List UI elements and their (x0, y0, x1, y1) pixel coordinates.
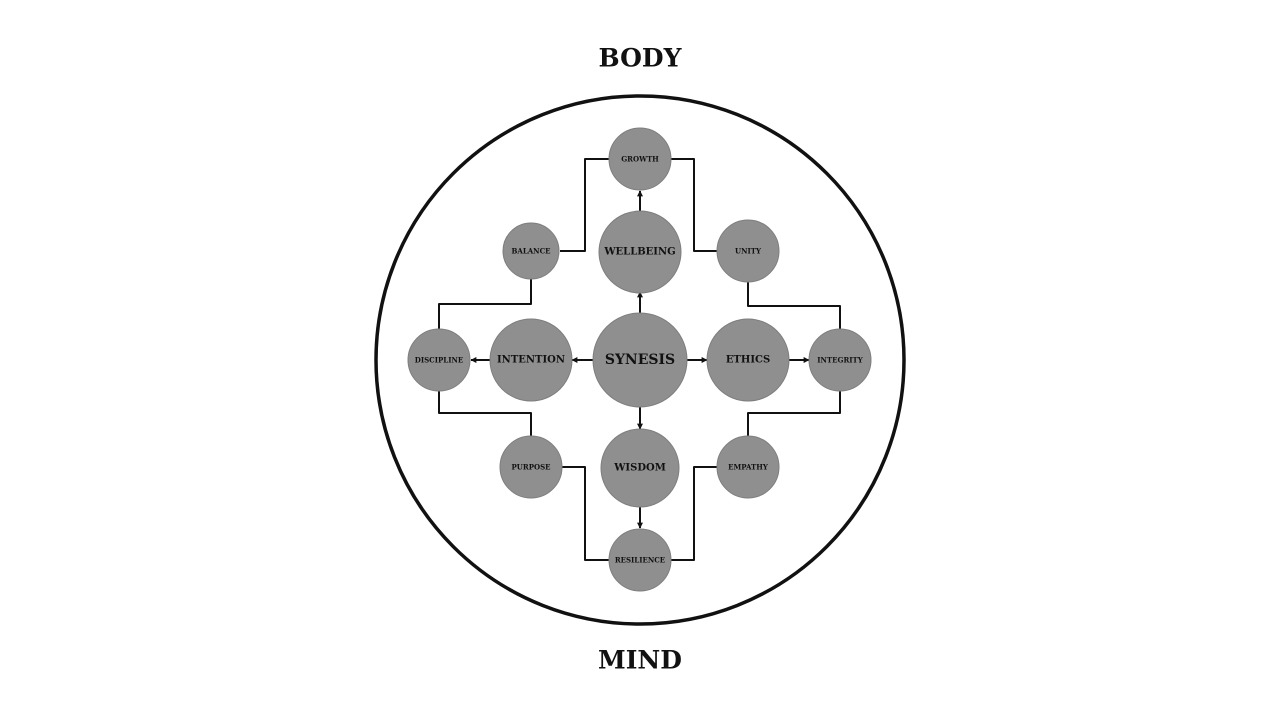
caption-mind: MIND (598, 646, 682, 675)
node-balance-label: BALANCE (511, 247, 550, 256)
node-wisdom-label: WISDOM (613, 463, 666, 474)
node-wisdom: WISDOM (600, 428, 680, 508)
connector-purpose-resilience (562, 466, 609, 561)
node-wellbeing-label: WELLBEING (603, 247, 675, 258)
node-ethics-label: ETHICS (726, 355, 770, 366)
node-growth-label: GROWTH (621, 155, 659, 164)
node-growth: GROWTH (608, 127, 672, 191)
node-unity-label: UNITY (735, 247, 762, 256)
node-wellbeing: WELLBEING (598, 210, 682, 294)
node-purpose-label: PURPOSE (512, 463, 551, 472)
node-intention-label: INTENTION (497, 355, 565, 366)
caption-body: BODY (599, 44, 683, 73)
node-empathy: EMPATHY (716, 435, 780, 499)
connector-growth-unity (671, 158, 717, 252)
node-unity: UNITY (716, 219, 780, 283)
outer-ring (374, 94, 906, 626)
connector-unity-integrity (747, 282, 841, 329)
connector-balance-discipline (438, 279, 532, 329)
node-balance: BALANCE (502, 222, 560, 280)
node-integrity-label: INTEGRITY (817, 356, 863, 365)
node-resilience-label: RESILIENCE (615, 556, 665, 565)
connector-discipline-purpose (438, 391, 532, 437)
connector-integrity-empathy (747, 391, 841, 437)
node-purpose: PURPOSE (499, 435, 563, 499)
connector-empathy-resilience (671, 466, 717, 561)
node-integrity: INTEGRITY (808, 328, 872, 392)
node-synesis: SYNESIS (592, 312, 688, 408)
node-discipline-label: DISCIPLINE (415, 356, 463, 365)
node-synesis-label: SYNESIS (605, 352, 675, 368)
node-intention: INTENTION (489, 318, 573, 402)
node-empathy-label: EMPATHY (728, 463, 769, 472)
node-resilience: RESILIENCE (608, 528, 672, 592)
node-ethics: ETHICS (706, 318, 790, 402)
node-discipline: DISCIPLINE (407, 328, 471, 392)
connector-growth-balance (560, 158, 609, 252)
